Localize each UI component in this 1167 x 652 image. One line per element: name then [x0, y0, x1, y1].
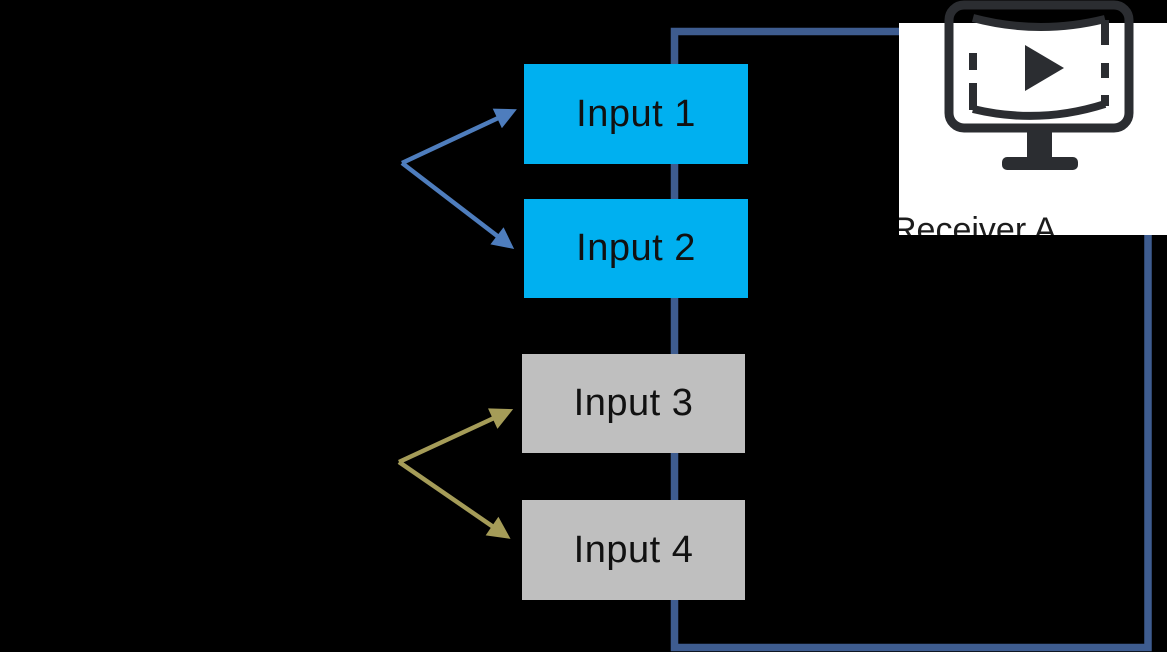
input-3-label: Input 3 [573, 382, 694, 424]
input-4-label: Input 4 [573, 528, 694, 571]
arrow-to-input3 [398, 408, 514, 465]
input-1-label: Input 1 [576, 92, 696, 135]
arrow-to-input1 [401, 108, 517, 166]
blue-fork-arrows [400, 108, 517, 249]
input-3-box: Input 3 [522, 354, 745, 453]
receiver-label: Receiver A [899, 211, 1057, 235]
olive-fork-arrows [397, 408, 514, 539]
input-4-box: Input 4 [522, 500, 745, 600]
input-2-box: Input 2 [524, 199, 748, 298]
arrow-to-input4 [397, 460, 511, 539]
input-1-box: Input 1 [524, 64, 748, 164]
arrow-to-input2 [400, 161, 515, 249]
video-monitor-icon [944, 0, 1134, 170]
input-2-label: Input 2 [576, 227, 696, 269]
connector-loop [670, 27, 1152, 652]
